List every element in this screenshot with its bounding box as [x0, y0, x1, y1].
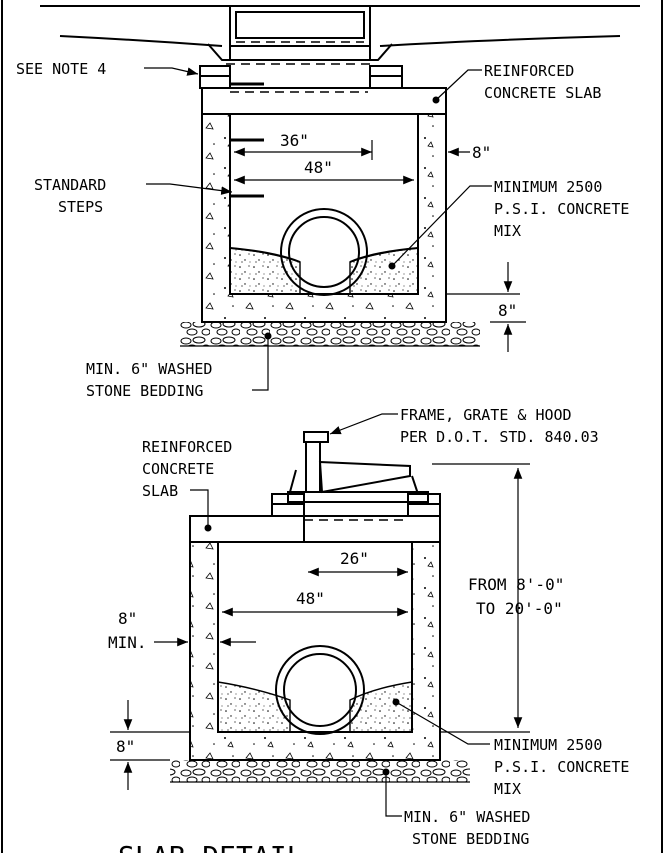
mix-label-line3: MIX — [494, 222, 521, 240]
dim-8-min: 8" MIN. — [108, 609, 256, 652]
dim-26-label: 26" — [340, 549, 369, 568]
callout-reinforced-slab-top: REINFORCED CONCRETE SLAB — [432, 62, 601, 104]
dim-36-label: 36" — [280, 131, 309, 150]
page-title: SLAB DETAIL — [118, 840, 303, 853]
reinforced-concrete-slab-top — [201, 87, 447, 115]
stone-bedding-bottom — [170, 760, 470, 783]
bottom-detail: 26" 48" FROM 8'-0" TO 20'-0" 8" MIN. 8" — [108, 406, 629, 848]
frame-label-line1: FRAME, GRATE & HOOD — [400, 406, 572, 424]
dim-8-wall-top: 8" — [448, 143, 491, 162]
dim-26: 26" — [308, 549, 408, 577]
pipe-top — [280, 208, 368, 296]
mix-label-line1: MINIMUM 2500 — [494, 178, 602, 196]
dim-8-wall-label: 8" — [472, 143, 491, 162]
depth-range-line1: FROM 8'-0" — [468, 575, 564, 594]
standard-steps-top — [230, 82, 264, 198]
slab-b-label-line2: CONCRETE — [142, 460, 214, 478]
slab-b-label-line3: SLAB — [142, 482, 178, 500]
slab-label-line1: REINFORCED — [484, 62, 574, 80]
callout-bedding-bottom: MIN. 6" WASHED STONE BEDDING — [382, 768, 530, 848]
dim-8-base-label: 8" — [498, 301, 517, 320]
callout-frame-grate: FRAME, GRATE & HOOD PER D.O.T. STD. 840.… — [329, 406, 599, 446]
callout-see-note-4: SEE NOTE 4 — [16, 60, 199, 78]
stone-bedding-top — [180, 322, 480, 347]
slab-label-line2: CONCRETE SLAB — [484, 84, 601, 102]
mix-b-label-line1: MINIMUM 2500 — [494, 736, 602, 754]
mix-label-line2: P.S.I. CONCRETE — [494, 200, 629, 218]
see-note-4-label: SEE NOTE 4 — [16, 60, 106, 78]
frame-label-line2: PER D.O.T. STD. 840.03 — [400, 428, 599, 446]
dim-36: 36" — [234, 131, 373, 160]
dim-depth-range: FROM 8'-0" TO 20'-0" — [432, 463, 564, 733]
dim-48-top-label: 48" — [304, 158, 333, 177]
bedding-b-label-line1: MIN. 6" WASHED — [404, 808, 530, 826]
dim-8-base-top: 8" — [446, 262, 526, 352]
callout-bedding-top: MIN. 6" WASHED STONE BEDDING — [86, 332, 272, 400]
bedding-label-line2: STONE BEDDING — [86, 382, 203, 400]
road-surface — [40, 5, 640, 65]
mix-b-label-line2: P.S.I. CONCRETE — [494, 758, 629, 776]
concrete-fill-top — [229, 247, 419, 295]
bedding-label-line1: MIN. 6" WASHED — [86, 360, 212, 378]
steps-label-line2: STEPS — [58, 198, 103, 216]
dim-8-min-line1: 8" — [118, 609, 137, 628]
top-detail: 36" 48" 8" 8" SEE NOTE 4 REINFORCED CONC… — [16, 5, 640, 400]
steps-label-line1: STANDARD — [34, 176, 106, 194]
frame-grate-hood — [287, 431, 429, 503]
callout-concrete-mix-top: MINIMUM 2500 P.S.I. CONCRETE MIX — [388, 178, 629, 270]
mix-b-label-line3: MIX — [494, 780, 521, 798]
adjusting-rings-bottom — [271, 493, 441, 517]
callout-concrete-mix-bottom: MINIMUM 2500 P.S.I. CONCRETE MIX — [392, 698, 629, 798]
dim-48-bottom: 48" — [222, 589, 408, 617]
bedding-b-label-line2: STONE BEDDING — [412, 830, 529, 848]
callout-reinforced-slab-bottom: REINFORCED CONCRETE SLAB — [142, 438, 232, 532]
manhole-body-bottom — [189, 541, 441, 761]
depth-range-line2: TO 20'-0" — [476, 599, 563, 618]
dim-8-base-bottom-label: 8" — [116, 737, 135, 756]
dim-8-base-bottom: 8" — [110, 700, 190, 790]
pipe-bottom — [275, 645, 365, 735]
callout-standard-steps: STANDARD STEPS — [34, 176, 233, 216]
dim-48-bottom-label: 48" — [296, 589, 325, 608]
slab-b-label-line1: REINFORCED — [142, 438, 232, 456]
dim-48-top: 48" — [234, 158, 414, 185]
dim-8-min-line2: MIN. — [108, 633, 147, 652]
concrete-fill-bottom — [217, 681, 413, 733]
